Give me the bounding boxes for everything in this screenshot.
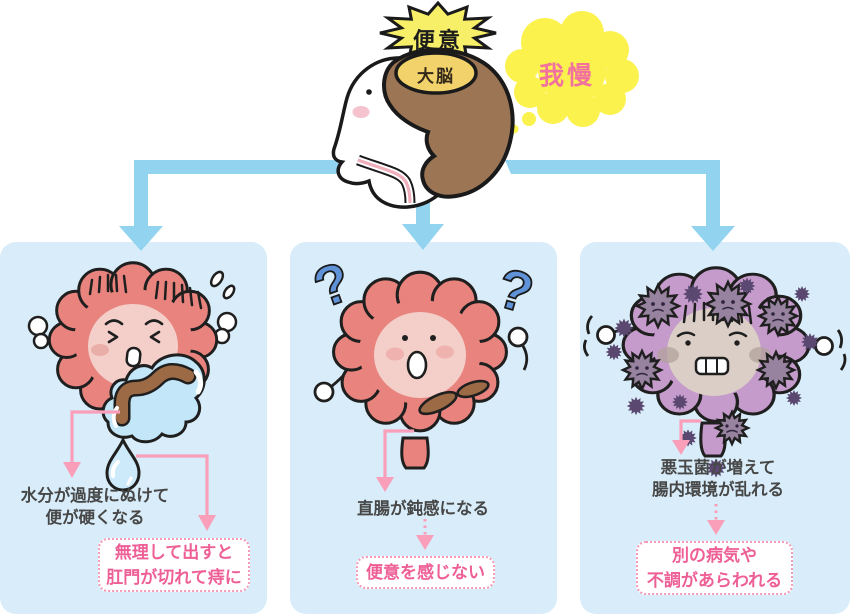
angry-eyes [676,331,748,346]
shrug-hand-right [507,326,529,371]
bad-bacteria-illustration [583,266,847,535]
hard-stool-illustration [27,261,238,531]
warning-text: 別の病気や 不調があらわれる [646,546,783,590]
face [331,56,459,209]
blush [352,106,370,118]
urge-starburst-icon [380,3,496,63]
hard-stool [113,363,197,427]
esophagus-tube [356,154,416,204]
blush-left [91,344,109,356]
connector-arrow-right [505,160,735,251]
connector-arrow-left [119,160,356,251]
blush-left [386,347,404,361]
pointer-arrow-to-warning [136,454,216,531]
connector-arrows [119,160,735,251]
panel-hard-stool: 水分が過度にぬけて 便が硬くなる 無理して出すと 肛門が切れて痔に [0,242,267,614]
eye-left [402,335,408,341]
stress-hatch-lines [88,273,203,310]
eye-right [430,335,436,341]
warning-box: 無理して出すと 肛門が切れて痔に [98,538,250,592]
panel-caption: 悪玉菌が増えて 腸内環境が乱れる [652,459,784,499]
brain-label: 大脳 [417,67,455,86]
dashed-arrow-to-warning [707,504,725,535]
rectum-tube [400,436,430,470]
drop-highlights [110,460,133,486]
splash-highlights [111,369,204,428]
squeezed-eyes [104,319,164,344]
warning-box: 別の病気や 不調があらわれる [636,541,793,595]
mouth-open [125,346,142,368]
urge-label: 便意 [412,28,463,53]
pointer-arrow-rectum [376,429,414,492]
pointer-arrow-water-loss [63,410,120,478]
eye [366,89,372,95]
panel-caption: 水分が過度にぬけて 便が硬くなる [20,487,170,527]
panel-caption: 直腸が鈍感になる [357,500,489,518]
bacteria-germs [605,277,819,478]
gritted-teeth [694,356,730,376]
steam-puff-right-icon [213,311,238,345]
head-profile [331,47,515,209]
stool-pieces [418,379,490,416]
thought-bubble [505,11,639,134]
intestine-face [667,308,761,396]
dashed-arrow-to-warning [416,519,434,550]
blush-right [749,347,771,363]
sweat-drops-icon [209,270,236,300]
water-drop-icon [105,436,141,492]
mouth-surprised [406,350,428,380]
intestine-character-confused [332,270,508,433]
panel-dull-rectum: ? ? [290,242,557,614]
warning-text: 便意を感じない [366,563,485,582]
blush-right [436,345,454,359]
blush-left [657,347,679,363]
dull-rectum-illustration: ? ? [304,248,541,550]
germ-faces [635,300,785,433]
cerebrum-oval [394,51,478,95]
pointer-arrow-bacteria [672,419,701,455]
brain-region [382,47,515,199]
warning-text: 無理して出すと 肛門が切れて痔に [106,543,242,587]
thought-label: 我慢 [538,62,595,90]
warning-box: 便意を感じない [356,556,495,589]
panel-bad-bacteria: 悪玉菌が増えて 腸内環境が乱れる 別の病気や 不調があらわれる [580,242,850,614]
steam-puff-left-icon [27,315,50,350]
